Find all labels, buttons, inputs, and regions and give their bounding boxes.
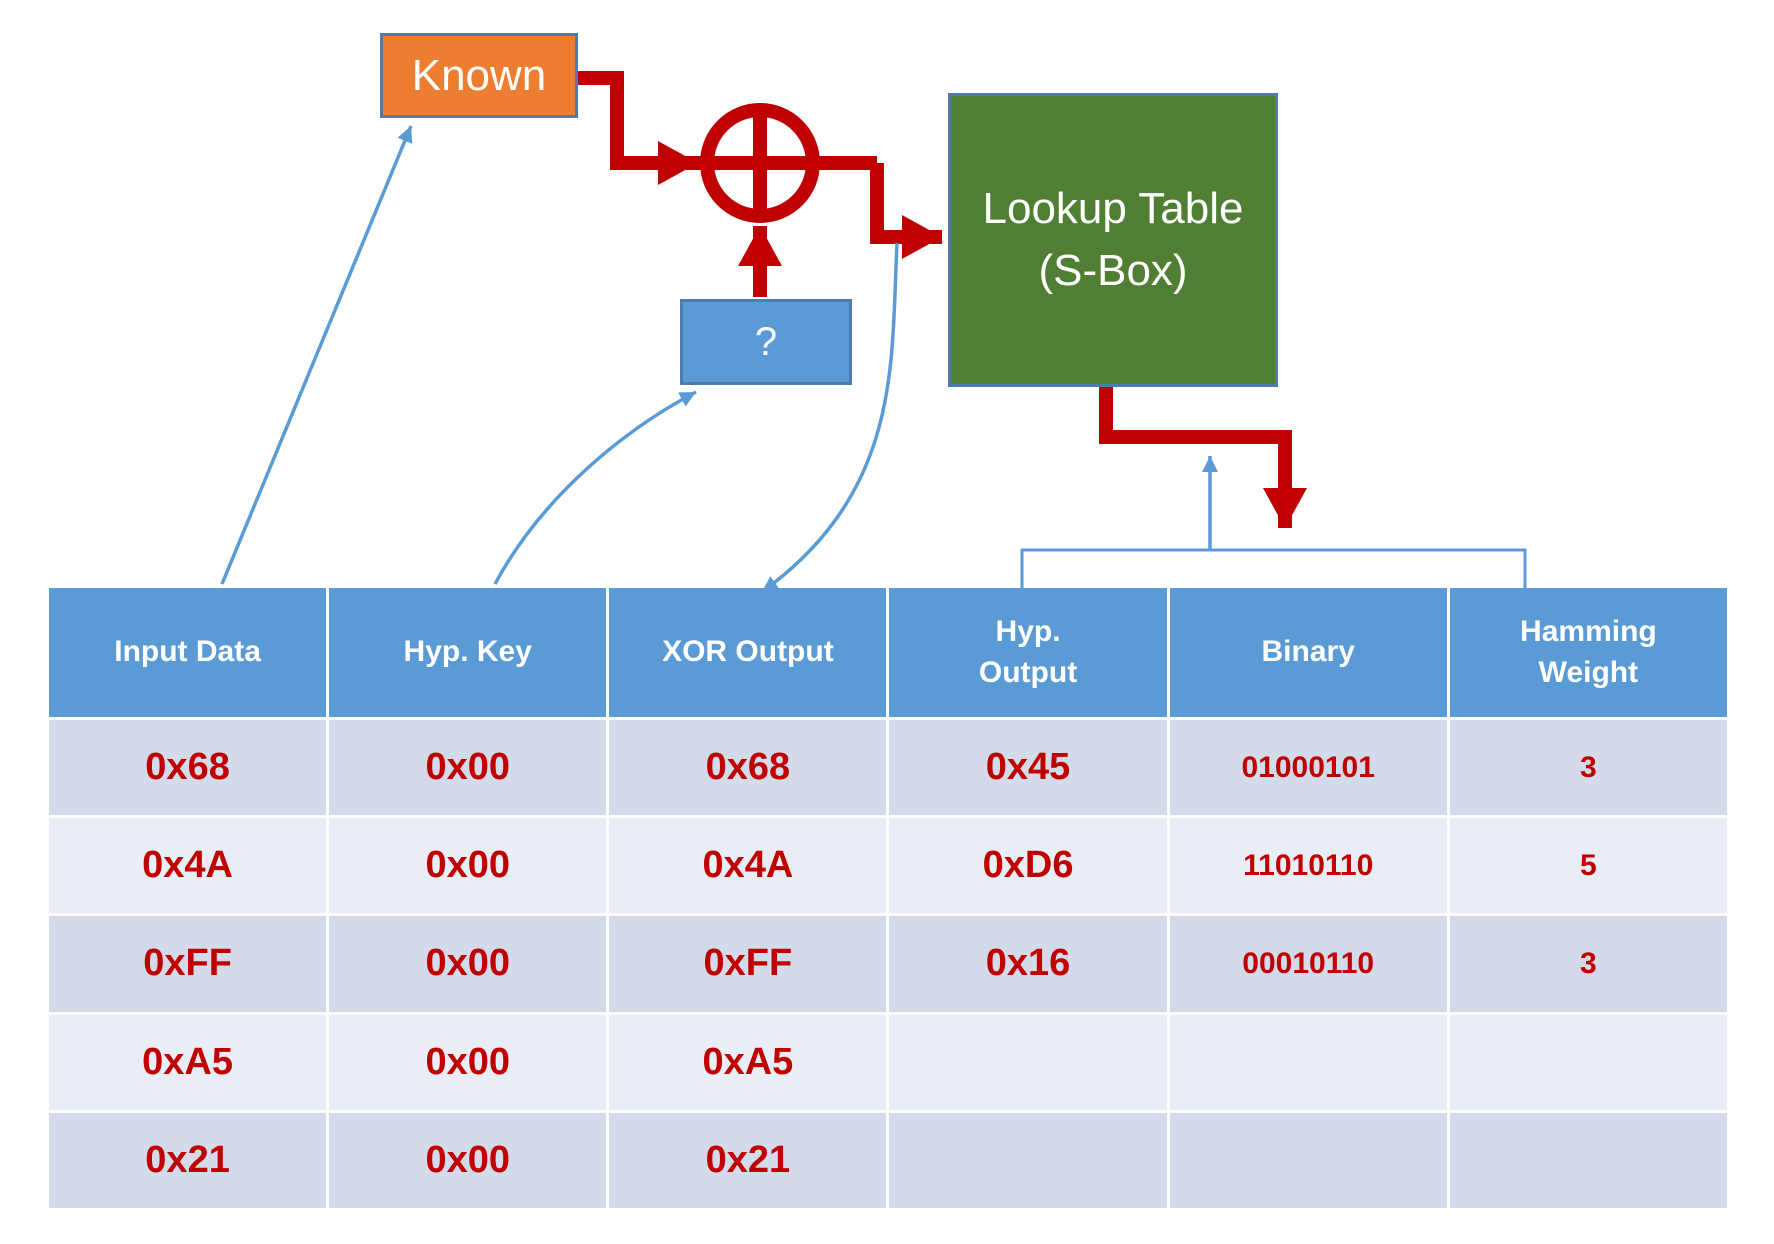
known-box: Known — [380, 33, 578, 118]
table-cell: 5 — [1449, 818, 1727, 914]
table-header-row: Input Data Hyp. Key XOR Output Hyp. Outp… — [49, 588, 1727, 717]
known-label: Known — [411, 50, 547, 100]
xor-icon — [664, 103, 877, 223]
table-cell: 0xA5 — [609, 1014, 887, 1110]
table-cell — [1169, 1014, 1447, 1110]
table-row: 0xFF 0x00 0xFF 0x16 00010110 3 — [49, 916, 1727, 1012]
table-cell: 0x68 — [609, 720, 887, 816]
table-cell: 3 — [1449, 916, 1727, 1012]
table-cell: 01000101 — [1169, 720, 1447, 816]
hyp-key-label: ? — [754, 319, 778, 364]
hypothesis-table: Input Data Hyp. Key XOR Output Hyp. Outp… — [46, 585, 1730, 1211]
table-row: 0x21 0x00 0x21 — [49, 1112, 1727, 1208]
table-cell: 0x45 — [889, 720, 1167, 816]
table-cell: 11010110 — [1169, 818, 1447, 914]
table-cell: 0xFF — [609, 916, 887, 1012]
wire-xor-to-sbox — [870, 163, 942, 259]
header-binary: Binary — [1169, 588, 1447, 717]
header-xor-output: XOR Output — [609, 588, 887, 717]
header-input-data: Input Data — [49, 588, 327, 717]
sbox-label-line2: (S-Box) — [1038, 246, 1188, 295]
table-cell: 0xA5 — [49, 1014, 327, 1110]
header-hamming-weight: Hamming Weight — [1449, 588, 1727, 717]
table-cell — [889, 1014, 1167, 1110]
table-cell: 0x4A — [609, 818, 887, 914]
table-cell — [1169, 1112, 1447, 1208]
table-cell: 3 — [1449, 720, 1727, 816]
table-cell: 0x00 — [329, 1014, 607, 1110]
table-cell — [1449, 1112, 1727, 1208]
table-row: 0x68 0x00 0x68 0x45 01000101 3 — [49, 720, 1727, 816]
table-cell: 0x00 — [329, 916, 607, 1012]
table-cell: 00010110 — [1169, 916, 1447, 1012]
hyp-key-box: ? — [680, 299, 852, 385]
bracket-output-columns — [1020, 548, 1527, 588]
wire-known-to-xor — [578, 71, 698, 185]
table-cell: 0x68 — [49, 720, 327, 816]
table-row: 0xA5 0x00 0xA5 — [49, 1014, 1727, 1110]
table-cell: 0x21 — [609, 1112, 887, 1208]
sbox-label-line1: Lookup Table — [982, 184, 1244, 233]
table-cell — [889, 1112, 1167, 1208]
sbox-box: Lookup Table (S-Box) — [948, 93, 1278, 387]
table-cell: 0x00 — [329, 720, 607, 816]
header-hyp-key: Hyp. Key — [329, 588, 607, 717]
table-cell: 0x21 — [49, 1112, 327, 1208]
attack-table: Input Data Hyp. Key XOR Output Hyp. Outp… — [46, 585, 1730, 1211]
table-cell — [1449, 1014, 1727, 1110]
table-row: 0x4A 0x00 0x4A 0xD6 11010110 5 — [49, 818, 1727, 914]
table-cell: 0xFF — [49, 916, 327, 1012]
header-hyp-output: Hyp. Output — [889, 588, 1167, 717]
table-cell: 0x16 — [889, 916, 1167, 1012]
table-cell: 0xD6 — [889, 818, 1167, 914]
table-cell: 0x00 — [329, 1112, 607, 1208]
table-cell: 0x4A — [49, 818, 327, 914]
wire-sbox-output — [1099, 387, 1307, 528]
connector-inputdata-to-known — [220, 125, 413, 585]
connector-xorwire-to-xoroutput-column — [760, 242, 899, 594]
table-cell: 0x00 — [329, 818, 607, 914]
connector-hypkey-to-keybox — [493, 390, 697, 585]
